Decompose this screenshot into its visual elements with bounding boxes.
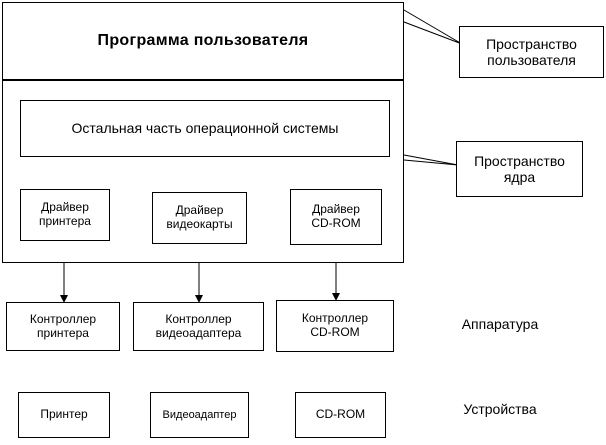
- printer-controller-line1: Контроллер: [29, 311, 97, 326]
- rest-os-label: Остальная часть операционной системы: [71, 120, 339, 137]
- printer-driver-box: Драйвер принтера: [20, 189, 110, 241]
- cdrom-driver-line1: Драйвер: [312, 202, 360, 217]
- user-program-label: Программа пользователя: [97, 31, 309, 49]
- user-space-callout: Пространство пользователя: [459, 26, 604, 78]
- video-controller-line2: видеоадаптера: [155, 325, 242, 340]
- cdrom-controller-box: Контроллер CD-ROM: [276, 300, 394, 352]
- user-space-line2: пользователя: [487, 52, 576, 68]
- kernel-space-line1: Пространство: [474, 152, 565, 169]
- user-space-line1: Пространство: [486, 35, 577, 52]
- rest-os-box: Остальная часть операционной системы: [20, 100, 390, 157]
- video-driver-box: Драйвер видеокарты: [152, 192, 247, 244]
- printer-controller-box: Контроллер принтера: [6, 302, 120, 351]
- cdrom-controller-line1: Контроллер: [301, 311, 369, 326]
- devices-label: Устройства: [463, 401, 537, 417]
- user-program-box: Программа пользователя: [2, 2, 404, 80]
- video-device-box: Видеоадаптер: [150, 392, 249, 438]
- kernel-space-line2: ядра: [503, 169, 536, 185]
- kernel-space-callout: Пространство ядра: [456, 141, 583, 197]
- printer-controller-line2: принтера: [37, 325, 89, 340]
- printer-driver-line2: принтера: [39, 214, 91, 228]
- video-device-label: Видеоадаптер: [162, 408, 237, 421]
- video-controller-box: Контроллер видеоадаптера: [133, 302, 264, 351]
- video-driver-line1: Драйвер: [175, 203, 224, 218]
- cdrom-device-box: CD-ROM: [295, 392, 386, 438]
- cdrom-device-label: CD-ROM: [315, 407, 366, 422]
- printer-device-label: Принтер: [40, 407, 88, 422]
- hardware-label: Аппаратура: [461, 316, 539, 332]
- cdrom-driver-box: Драйвер CD-ROM: [290, 189, 382, 245]
- video-controller-line1: Контроллер: [165, 311, 232, 326]
- printer-device-box: Принтер: [18, 392, 110, 438]
- callout-pointer-user-space: [403, 9, 463, 45]
- cdrom-driver-line2: CD-ROM: [311, 216, 361, 230]
- cdrom-controller-line2: CD-ROM: [310, 325, 360, 339]
- printer-driver-line1: Драйвер: [41, 200, 89, 215]
- video-driver-line2: видеокарты: [166, 217, 233, 231]
- callout-pointer-kernel-space: [403, 154, 459, 166]
